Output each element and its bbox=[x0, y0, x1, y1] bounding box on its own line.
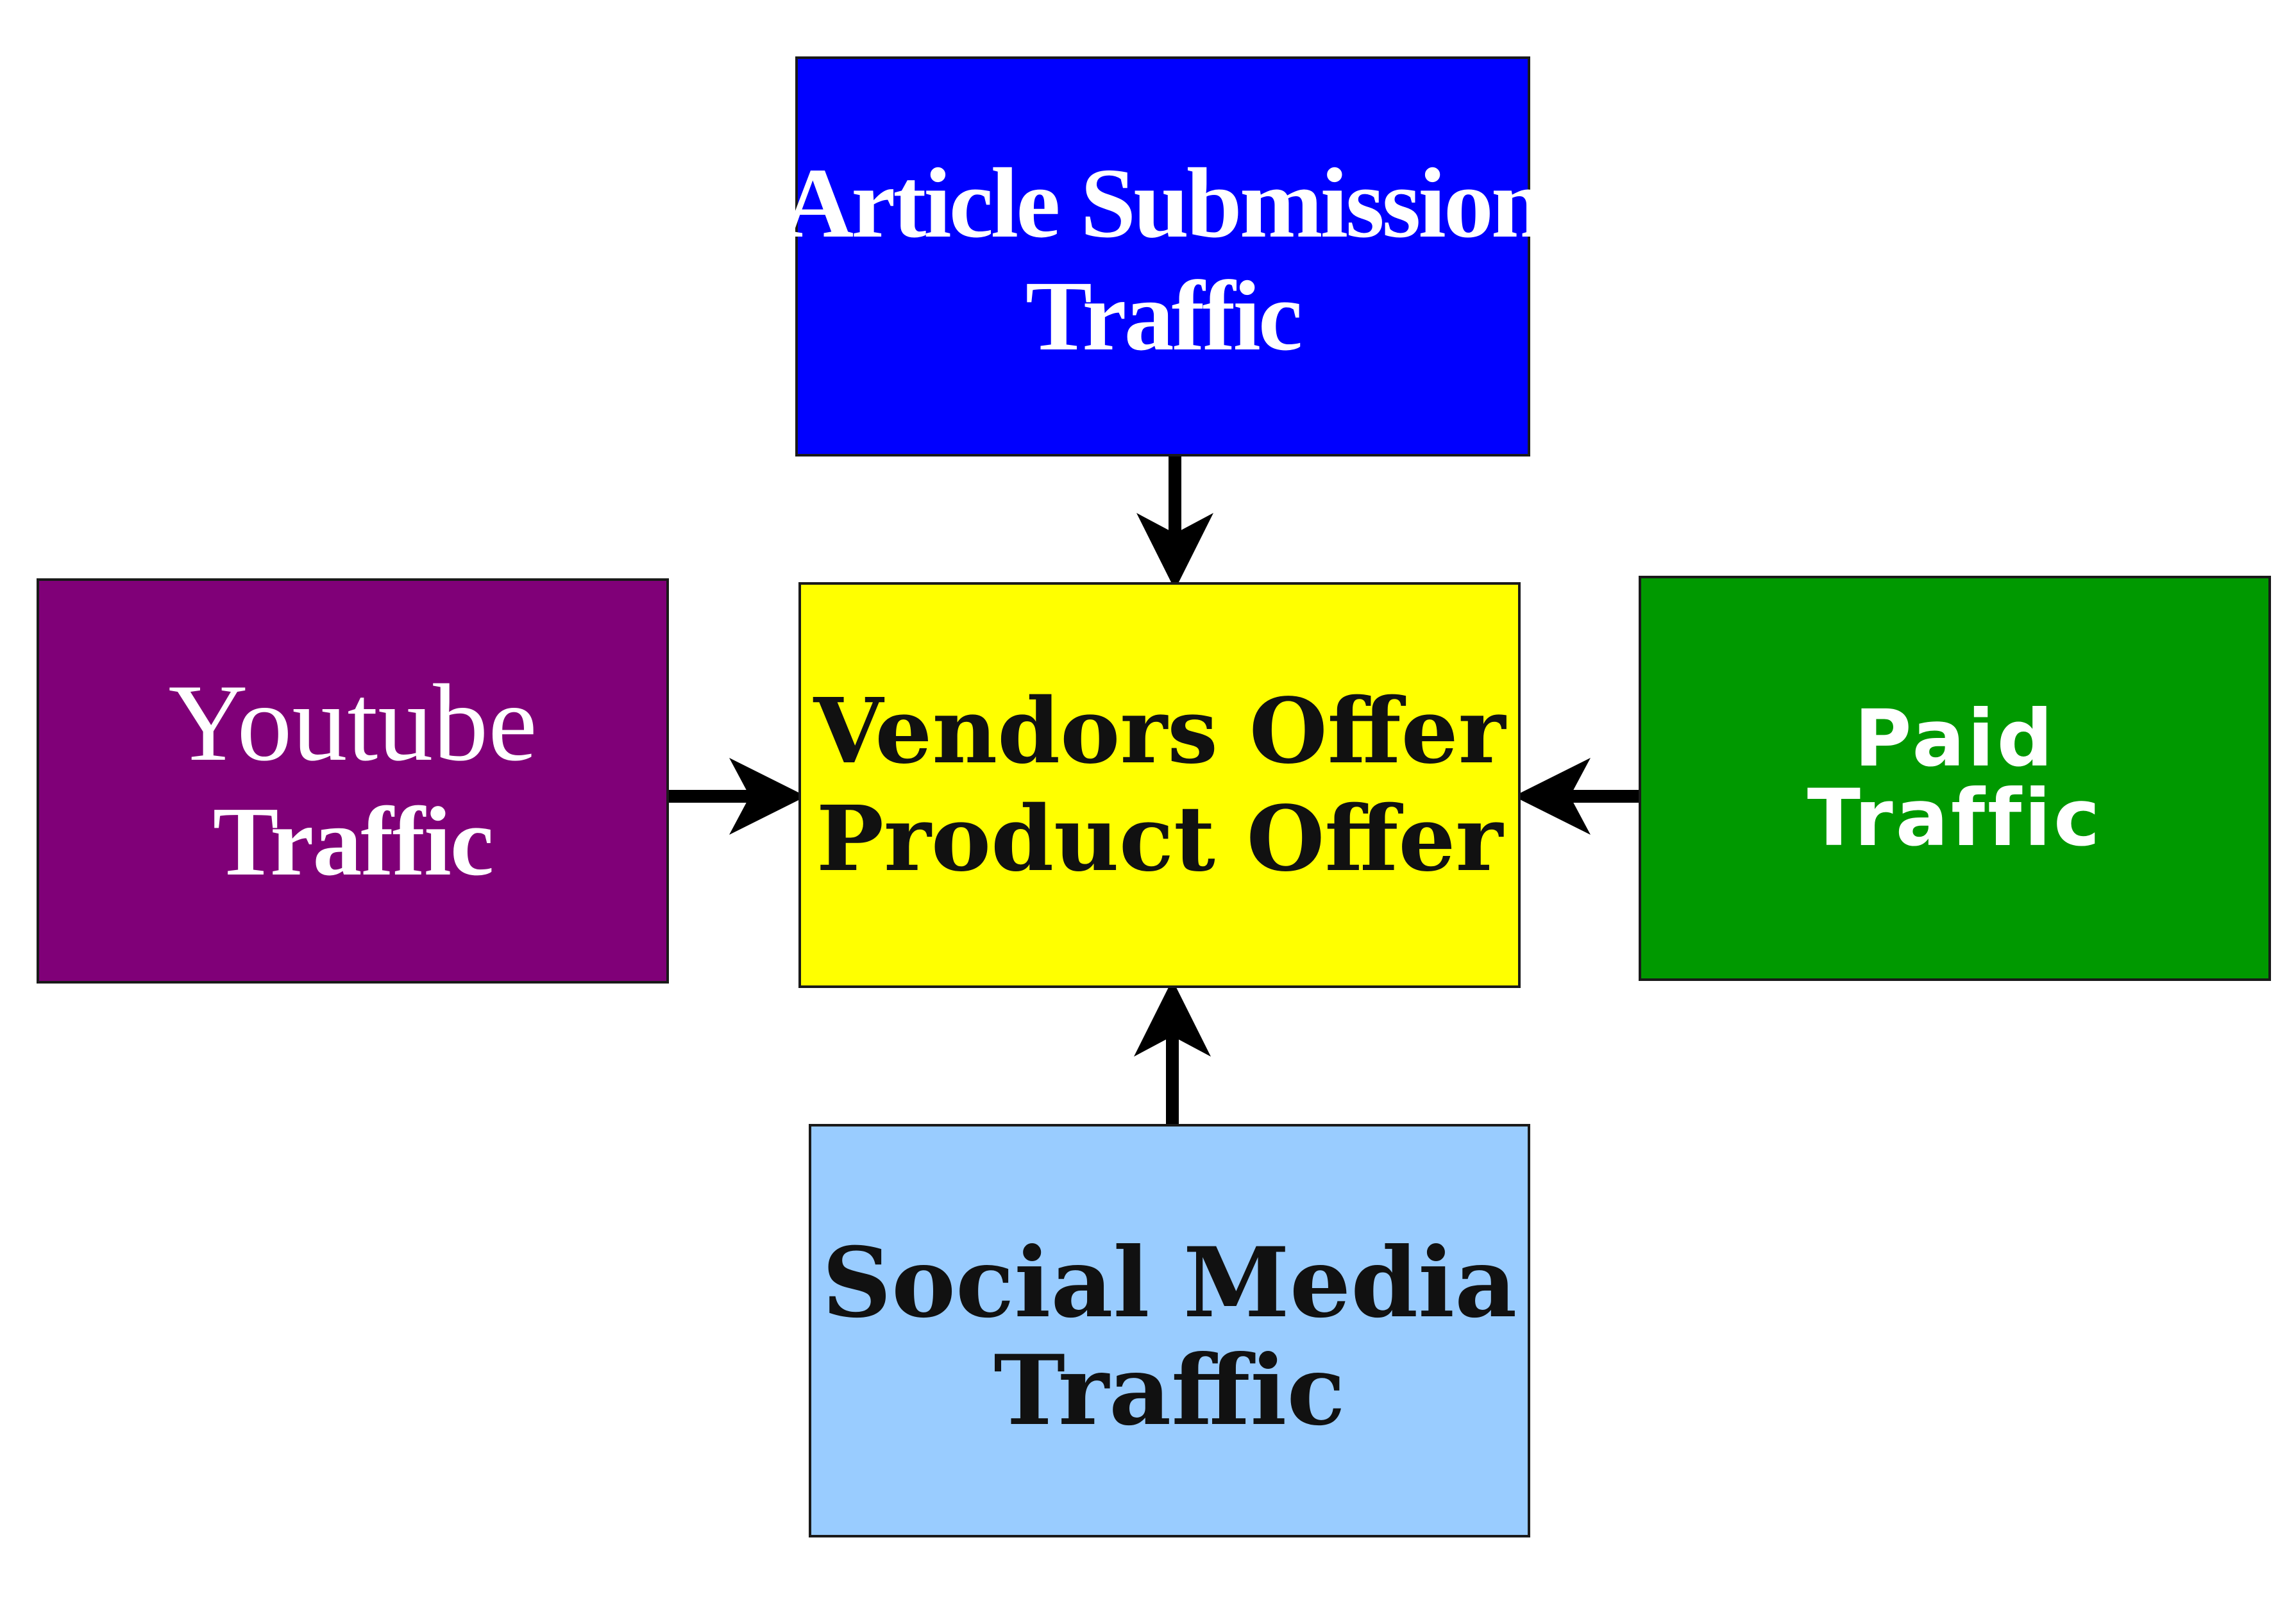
social-media-traffic-box: Social Media Traffic bbox=[809, 1124, 1530, 1537]
article-submission-traffic-box: Article Submission Traffic bbox=[781, 56, 1547, 456]
youtube-line2: Traffic bbox=[212, 787, 494, 896]
paid-traffic-line1: Paid bbox=[1854, 693, 2055, 784]
youtube-traffic-box: Youtube Traffic bbox=[37, 578, 669, 984]
vendors-offer-box: Vendors Offer Product Offer bbox=[798, 582, 1521, 988]
paid-traffic-line2: Traffic bbox=[1807, 773, 2103, 864]
social-media-line2: Traffic bbox=[993, 1334, 1346, 1447]
article-submission-line1: Article Submission bbox=[781, 147, 1546, 258]
article-submission-line2: Traffic bbox=[1025, 260, 1303, 371]
social-media-line1: Social Media bbox=[822, 1226, 1517, 1339]
paid-traffic-box: Paid Traffic bbox=[1639, 576, 2271, 981]
vendors-offer-line2: Product Offer bbox=[816, 786, 1503, 892]
vendors-offer-line1: Vendors Offer bbox=[813, 678, 1506, 784]
youtube-line1: Youtube bbox=[168, 662, 537, 784]
